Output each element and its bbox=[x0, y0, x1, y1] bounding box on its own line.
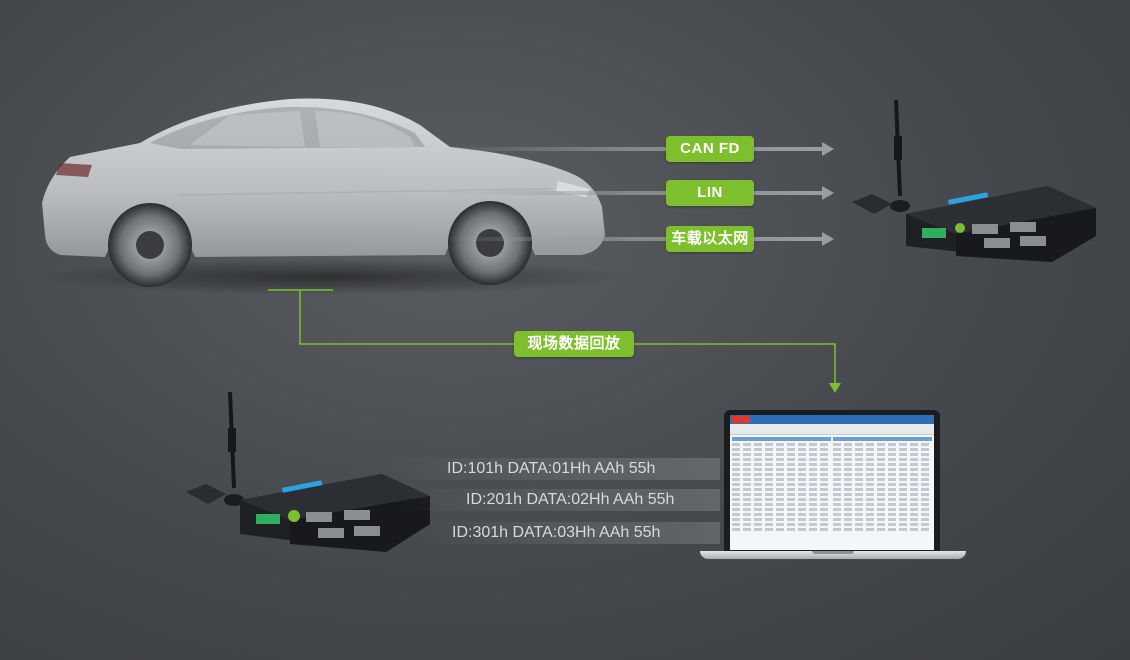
message-streak bbox=[380, 458, 720, 480]
message-3: ID:301h DATA:03Hh AAh 55h bbox=[452, 524, 661, 541]
lin-label: LIN bbox=[666, 180, 754, 206]
message-1: ID:101h DATA:01Hh AAh 55h bbox=[447, 460, 656, 477]
arrow-ethernet bbox=[440, 237, 822, 241]
replay-label: 现场数据回放 bbox=[514, 331, 634, 357]
car-icon bbox=[30, 98, 630, 295]
arrow-can-fd bbox=[440, 147, 822, 151]
laptop-icon bbox=[700, 410, 966, 565]
message-streak bbox=[420, 522, 720, 544]
data-logger-device-icon bbox=[852, 99, 1096, 262]
message-streak bbox=[400, 489, 720, 511]
data-logger-device-icon bbox=[186, 391, 430, 552]
ethernet-label: 车载以太网 bbox=[666, 226, 754, 252]
laptop-screen bbox=[730, 415, 934, 550]
message-2: ID:201h DATA:02Hh AAh 55h bbox=[466, 491, 675, 508]
can-fd-label: CAN FD bbox=[666, 136, 754, 162]
arrow-lin bbox=[440, 191, 822, 195]
